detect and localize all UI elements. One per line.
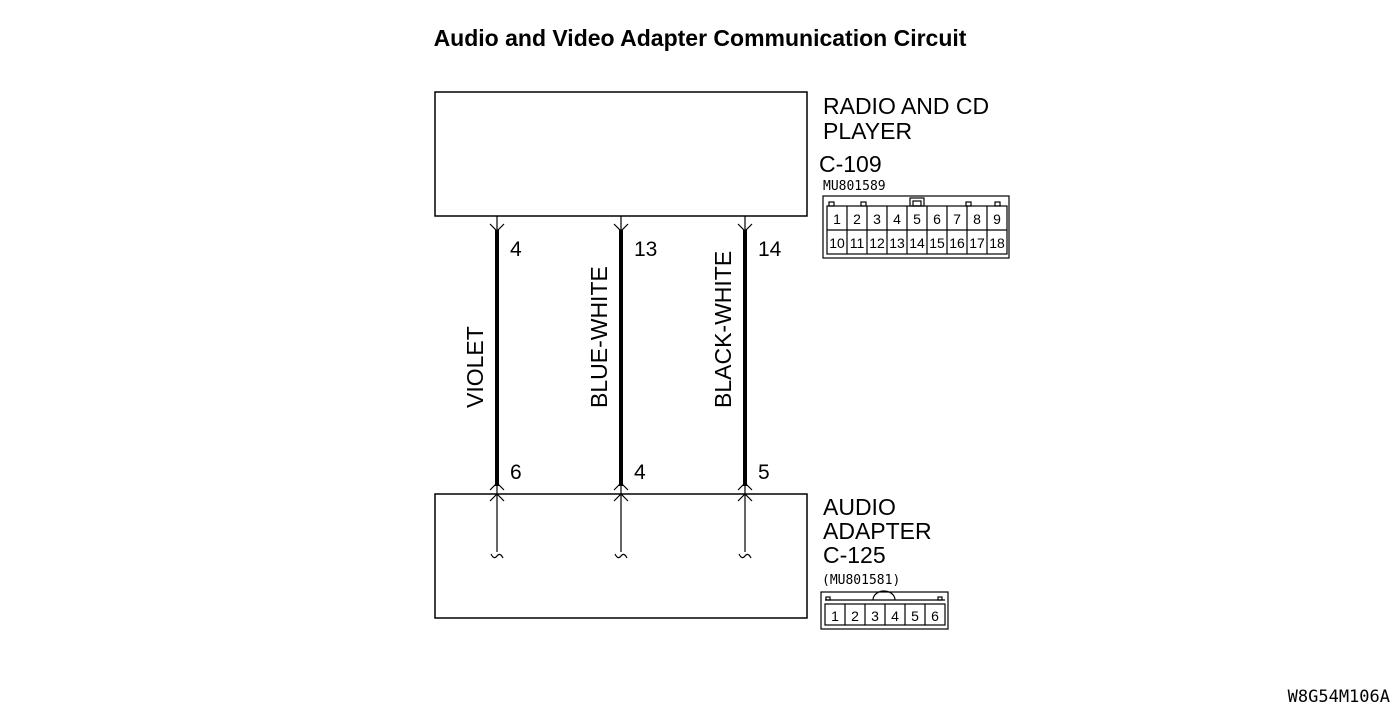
wire-black-white: 14 5 BLACK-WHITE xyxy=(710,216,782,559)
audio-adapter-name-line1: AUDIO xyxy=(823,494,896,520)
c109-pin-label: 10 xyxy=(829,235,845,251)
audio-adapter-part-number: (MU801581) xyxy=(822,573,900,588)
c109-pin-label: 9 xyxy=(993,211,1001,227)
wire-color-label: BLUE-WHITE xyxy=(586,266,612,408)
upper-pin-number: 13 xyxy=(634,238,657,261)
c109-pin-label: 5 xyxy=(913,211,921,227)
wire-color-label: BLACK-WHITE xyxy=(710,251,736,408)
radio-cd-player-name-line2: PLAYER xyxy=(823,118,912,144)
upper-pin-number: 14 xyxy=(758,238,782,261)
c109-pin-label: 3 xyxy=(873,211,881,227)
c125-pin-label: 2 xyxy=(851,608,859,624)
c109-pin-label: 15 xyxy=(929,235,945,251)
c109-pin-label: 13 xyxy=(889,235,905,251)
c125-pin-label: 5 xyxy=(911,608,919,624)
c109-pin-label: 18 xyxy=(989,235,1005,251)
radio-cd-player-part-number: MU801589 xyxy=(823,179,886,194)
radio-cd-player-name-line1: RADIO AND CD xyxy=(823,93,989,119)
c109-pin-label: 1 xyxy=(833,211,841,227)
c109-pin-label: 7 xyxy=(953,211,961,227)
c109-pin-label: 14 xyxy=(909,235,925,251)
c109-pin-label: 12 xyxy=(869,235,885,251)
c109-pin-label: 2 xyxy=(853,211,861,227)
audio-adapter-connector-id: C-125 xyxy=(823,542,886,568)
upper-pin-number: 4 xyxy=(510,238,522,261)
c125-pin-label: 6 xyxy=(931,608,939,624)
c125-pin-label: 3 xyxy=(871,608,879,624)
lower-pin-number: 4 xyxy=(634,461,646,484)
c109-pin-label: 6 xyxy=(933,211,941,227)
audio-adapter-name-line2: ADAPTER xyxy=(823,518,932,544)
wire-blue-white: 13 4 BLUE-WHITE xyxy=(586,216,657,559)
reference-code: W8G54M106A xyxy=(1288,687,1390,707)
lower-pin-number: 5 xyxy=(758,461,770,484)
c109-pin-label: 4 xyxy=(893,211,901,227)
diagram-title: Audio and Video Adapter Communication Ci… xyxy=(434,25,967,51)
c109-pin-label: 8 xyxy=(973,211,981,227)
lower-pin-number: 6 xyxy=(510,461,522,484)
radio-cd-player-connector-id: C-109 xyxy=(819,151,882,177)
c125-pin-label: 1 xyxy=(831,608,839,624)
c109-pin-label: 16 xyxy=(949,235,965,251)
c109-pin-label: 11 xyxy=(850,235,865,251)
wire-color-label: VIOLET xyxy=(462,326,488,408)
c109-pin-label: 17 xyxy=(969,235,985,251)
radio-cd-player-box xyxy=(434,91,808,217)
wire-violet: 4 6 VIOLET xyxy=(462,216,522,559)
c125-pin-label: 4 xyxy=(891,608,899,624)
